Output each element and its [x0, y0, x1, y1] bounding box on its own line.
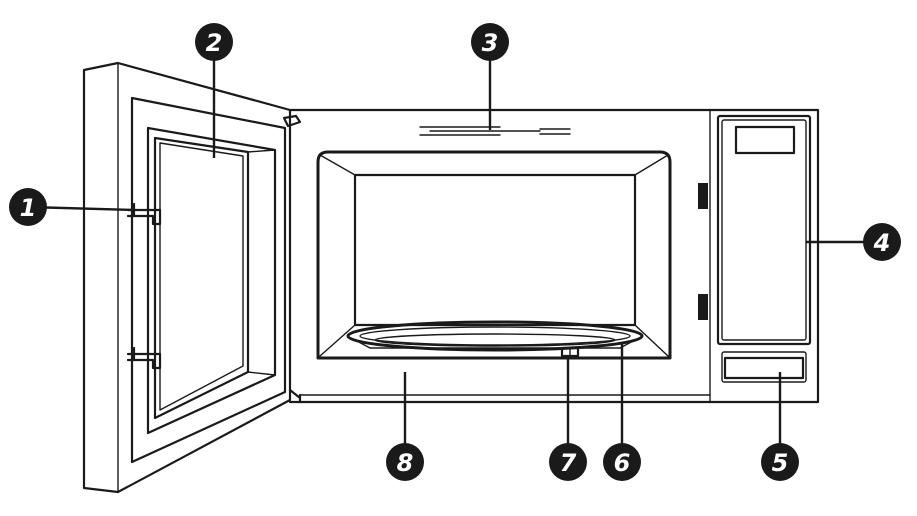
callout-1: 1 — [9, 188, 47, 226]
door — [82, 61, 302, 494]
door-window — [153, 136, 250, 420]
callout-5: 5 — [761, 443, 799, 481]
turntable-assembly — [346, 320, 644, 358]
callout-7: 7 — [549, 443, 587, 481]
turntable-hub — [560, 346, 580, 358]
glass-tray — [346, 320, 644, 352]
door-outer-frame — [82, 61, 292, 494]
callout-6: 6 — [603, 443, 641, 481]
callout-5-label: 5 — [772, 449, 789, 477]
top-vent — [419, 126, 571, 136]
callout-3-label: 3 — [482, 29, 499, 57]
callout-1-label: 1 — [20, 194, 37, 222]
door-release-button — [723, 356, 805, 380]
cavity-back-wall — [353, 173, 637, 327]
door-hinge — [282, 114, 302, 128]
door-window-frame — [146, 126, 277, 435]
cabinet-outline — [288, 108, 820, 404]
cavity-opening — [316, 150, 672, 360]
callout-4: 4 — [863, 223, 901, 261]
callout-2-label: 2 — [206, 29, 223, 57]
door-inner-frame — [130, 96, 287, 464]
callout-6-label: 6 — [614, 449, 631, 477]
latch-hole-lower — [698, 294, 708, 320]
cavity — [316, 150, 708, 360]
callout-3: 3 — [471, 23, 509, 61]
control-panel — [716, 114, 812, 383]
callout-8: 8 — [386, 443, 424, 481]
callout-8-label: 8 — [397, 449, 414, 477]
control-panel-frame — [716, 114, 812, 346]
latch-hole-upper — [698, 183, 708, 209]
display-window — [734, 125, 796, 155]
callout-2: 2 — [195, 23, 233, 61]
door-latch-lower — [126, 346, 162, 370]
cabinet — [288, 108, 820, 404]
callout-7-label: 7 — [560, 449, 577, 477]
callout-4-label: 4 — [873, 229, 891, 257]
